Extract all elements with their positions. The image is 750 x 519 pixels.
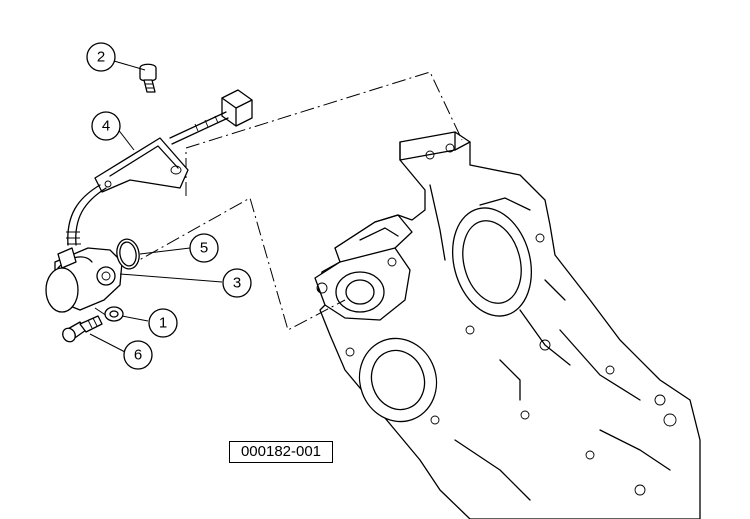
callout-3: 3 <box>222 268 252 298</box>
bolt-part-2 <box>139 63 157 93</box>
callout-4: 4 <box>91 111 121 141</box>
callout-4-label: 4 <box>102 118 110 135</box>
washer-part-1 <box>104 306 124 322</box>
callout-2-label: 2 <box>97 49 105 66</box>
leader-lines <box>89 60 223 353</box>
callout-6-label: 6 <box>134 347 142 364</box>
sensor-harness-part-4 <box>66 89 253 246</box>
callout-5: 5 <box>189 233 219 263</box>
callout-3-label: 3 <box>233 275 241 292</box>
sensor-body-part-3 <box>45 247 123 313</box>
callout-6: 6 <box>123 340 153 370</box>
engine-housing <box>314 131 701 519</box>
o-ring-part-5 <box>116 238 140 270</box>
callout-5-label: 5 <box>200 240 208 257</box>
callout-2: 2 <box>86 42 116 72</box>
callout-1: 1 <box>148 308 178 338</box>
callout-1-label: 1 <box>159 315 167 332</box>
figure-id-label: 000182-001 <box>229 441 333 463</box>
cap-screw-part-6 <box>62 315 103 343</box>
